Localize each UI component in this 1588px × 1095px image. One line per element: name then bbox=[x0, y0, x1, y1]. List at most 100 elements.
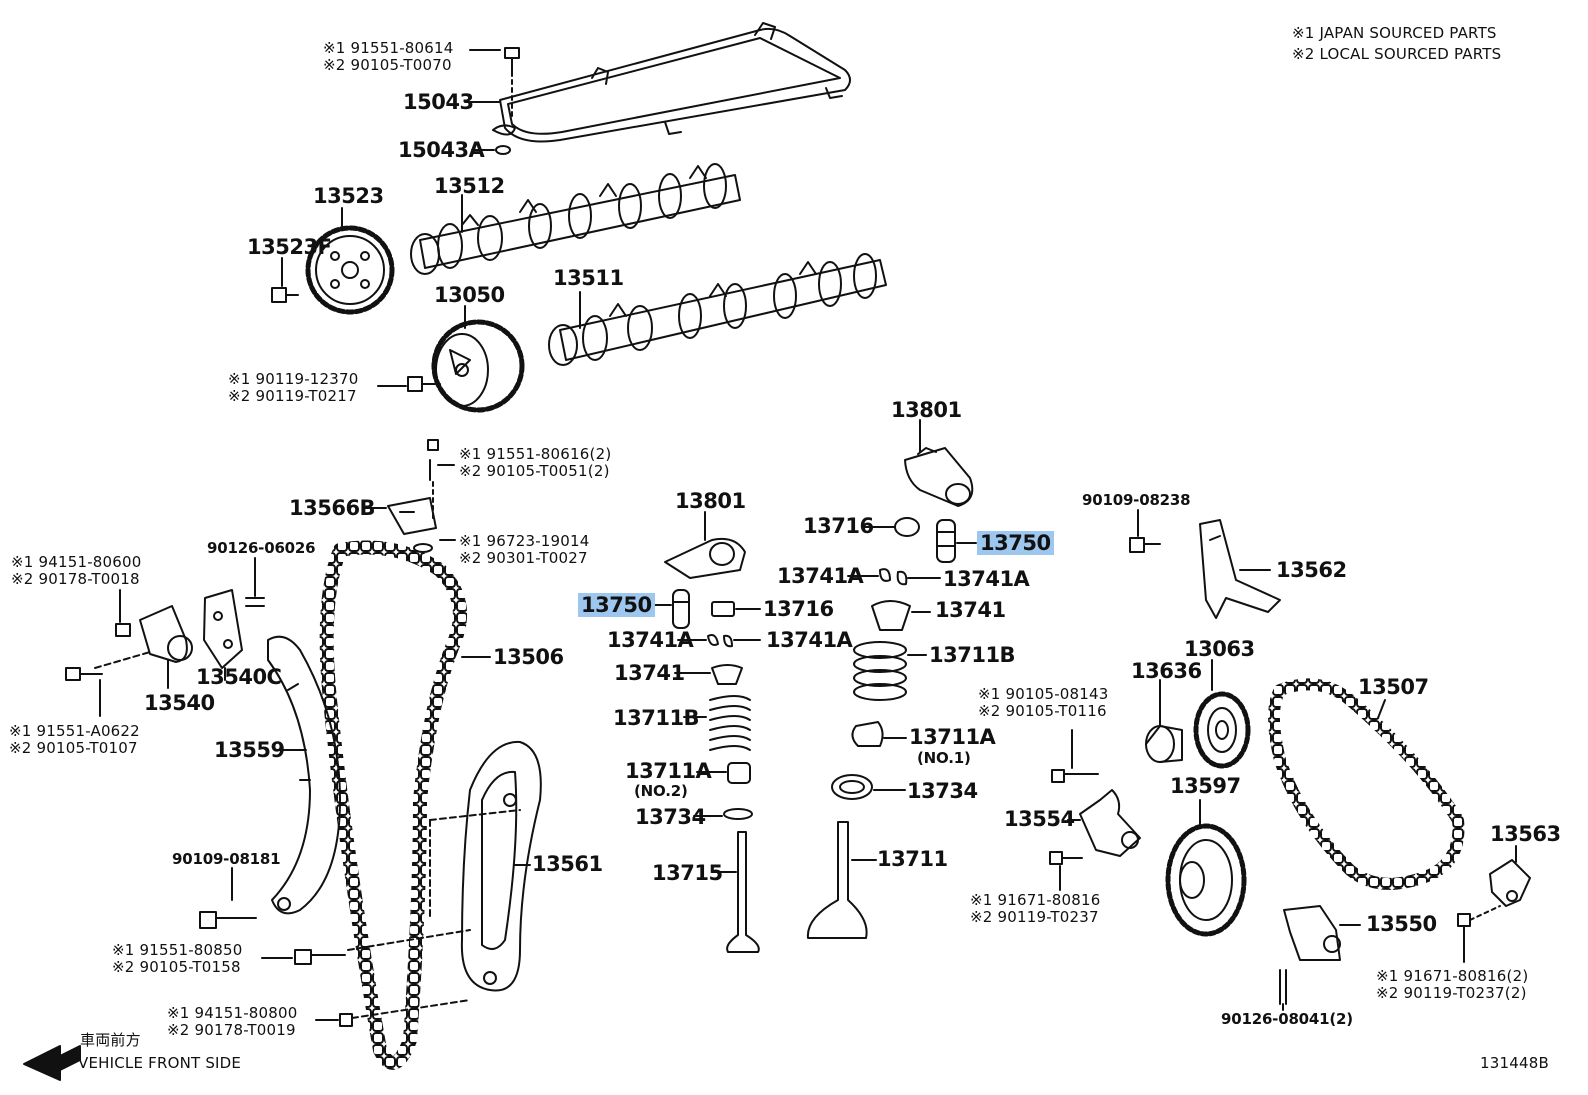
valve-spring-left bbox=[709, 695, 751, 751]
label-90109-08238: 90109-08238 bbox=[1082, 491, 1191, 509]
damper-bolt-upper bbox=[294, 949, 346, 965]
chain-slipper-guide bbox=[267, 635, 341, 915]
cover-grommet bbox=[495, 145, 511, 155]
note-bracket-bolt: ※1 91551-80616(2)※2 90105-T0051(2) bbox=[459, 445, 612, 480]
chain-tensioner-lever bbox=[1079, 789, 1141, 857]
valve-lash-cap-right bbox=[894, 517, 920, 537]
spring-seat-right bbox=[851, 721, 884, 747]
chain-guide-right bbox=[1199, 519, 1281, 619]
label-13597: 13597 bbox=[1170, 774, 1241, 798]
label-13507: 13507 bbox=[1358, 675, 1429, 699]
note-idler-bolt: ※1 90105-08143※2 90105-T0116 bbox=[978, 685, 1109, 720]
exhaust-valve bbox=[726, 831, 760, 953]
label-13801-left: 13801 bbox=[675, 489, 746, 513]
note-damper-bolt: ※1 91551-80850※2 90105-T0158 bbox=[112, 941, 243, 976]
label-13523: 13523 bbox=[313, 184, 384, 208]
label-13741a-3: 13741A bbox=[607, 628, 694, 652]
valve-lash-cap-left bbox=[711, 601, 735, 617]
label-90126-08041: 90126-08041(2) bbox=[1221, 1010, 1353, 1028]
label-13741a-4: 13741A bbox=[766, 628, 853, 652]
valve-stem-seal-left bbox=[723, 808, 753, 820]
direction-jp: 車両前方 bbox=[80, 1031, 141, 1049]
timing-chain-primary bbox=[319, 540, 467, 1070]
note-tensioner-bolt: ※1 91551-A0622※2 90105-T0107 bbox=[9, 722, 140, 757]
label-13550: 13550 bbox=[1366, 912, 1437, 936]
valve-stem-seal-right bbox=[831, 774, 873, 800]
lash-adjuster-left bbox=[672, 589, 690, 629]
idler-bushing bbox=[1145, 725, 1183, 763]
label-13540c: 13540C bbox=[196, 665, 282, 689]
figure-id: 131448B bbox=[1480, 1054, 1549, 1072]
note-cover-bolt: ※1 91551-80614※2 90105-T0070 bbox=[323, 39, 454, 74]
label-13711a-left: 13711A bbox=[625, 759, 712, 783]
label-13506: 13506 bbox=[493, 645, 564, 669]
idle-sprocket bbox=[1193, 691, 1251, 769]
label-90126-06026: 90126-06026 bbox=[207, 539, 316, 557]
label-13741-right: 13741 bbox=[935, 598, 1006, 622]
label-13512: 13512 bbox=[434, 174, 505, 198]
crank-sprocket bbox=[1165, 823, 1247, 937]
slipper-bolt bbox=[199, 911, 257, 929]
label-13523f: 13523F bbox=[247, 235, 332, 259]
label-13711b-left: 13711B bbox=[613, 706, 700, 730]
label-13734-right: 13734 bbox=[907, 779, 978, 803]
camshaft-timing-sprocket bbox=[305, 225, 395, 315]
exhaust-camshaft bbox=[410, 163, 741, 275]
note-vvt-bolt: ※1 90119-12370※2 90119-T0217 bbox=[228, 370, 359, 405]
intake-camshaft bbox=[548, 253, 887, 366]
tensioner-plate bbox=[1489, 859, 1531, 907]
label-13716-right: 13716 bbox=[803, 514, 874, 538]
direction-en: VEHICLE FRONT SIDE bbox=[78, 1054, 242, 1072]
note-bracket-gasket: ※1 96723-19014※2 90301-T0027 bbox=[459, 532, 590, 567]
leader-13741a-right bbox=[847, 575, 941, 579]
lever-bolt bbox=[1049, 851, 1083, 865]
stud-bolt-left bbox=[245, 597, 265, 607]
note-lever-bolt: ※1 91671-80816※2 90119-T0237 bbox=[970, 891, 1101, 926]
front-arrow-icon bbox=[23, 1045, 81, 1081]
label-13750-left[interactable]: 13750 bbox=[578, 593, 655, 617]
label-13711a-right: 13711A bbox=[909, 725, 996, 749]
sprocket-bolt bbox=[271, 287, 299, 303]
label-13559: 13559 bbox=[214, 738, 285, 762]
label-13561: 13561 bbox=[532, 852, 603, 876]
valve-keeper-right bbox=[879, 568, 908, 586]
vvt-bolt bbox=[407, 376, 441, 392]
label-13636: 13636 bbox=[1131, 659, 1202, 683]
rocker-arm-right bbox=[904, 447, 974, 507]
chain-tensioner-left bbox=[115, 605, 193, 663]
note-plate-bolt: ※1 91671-80816(2)※2 90119-T0237(2) bbox=[1376, 967, 1529, 1002]
label-15043a: 15043A bbox=[398, 138, 485, 162]
chain-tensioner-right bbox=[1283, 905, 1341, 961]
tensioner-plate-bolt bbox=[1457, 913, 1471, 927]
label-15043: 15043 bbox=[403, 90, 474, 114]
spring-retainer-left bbox=[711, 664, 743, 685]
label-13715: 13715 bbox=[652, 861, 723, 885]
damper-bolt-lower bbox=[339, 1013, 353, 1027]
label-13562: 13562 bbox=[1276, 558, 1347, 582]
label-13566b: 13566B bbox=[289, 496, 376, 520]
label-no1: (NO.1) bbox=[917, 749, 971, 767]
label-13741a-1: 13741A bbox=[777, 564, 864, 588]
rocker-arm-left bbox=[664, 537, 746, 579]
label-13750-right[interactable]: 13750 bbox=[977, 531, 1054, 555]
vvt-timing-gear bbox=[431, 319, 525, 413]
label-90109-08181: 90109-08181 bbox=[172, 850, 281, 868]
intake-valve bbox=[806, 821, 868, 939]
spring-seat-left bbox=[727, 762, 751, 784]
tensioner-stud bbox=[1279, 969, 1287, 1005]
legend-japan: ※1 JAPAN SOURCED PARTS bbox=[1292, 24, 1497, 42]
timing-chain-secondary bbox=[1268, 678, 1465, 890]
label-13050: 13050 bbox=[434, 283, 505, 307]
chain-vibration-damper bbox=[460, 740, 542, 992]
label-13511: 13511 bbox=[553, 266, 624, 290]
label-13063: 13063 bbox=[1184, 637, 1255, 661]
label-13741-left: 13741 bbox=[614, 661, 685, 685]
idler-bolt bbox=[1051, 769, 1099, 783]
label-13711b-right: 13711B bbox=[929, 643, 1016, 667]
spring-retainer-right bbox=[871, 600, 911, 631]
legend-local: ※2 LOCAL SOURCED PARTS bbox=[1292, 45, 1502, 63]
lash-adjuster-right bbox=[936, 519, 956, 563]
note-damper-nut: ※1 94151-80800※2 90178-T0019 bbox=[167, 1004, 298, 1039]
